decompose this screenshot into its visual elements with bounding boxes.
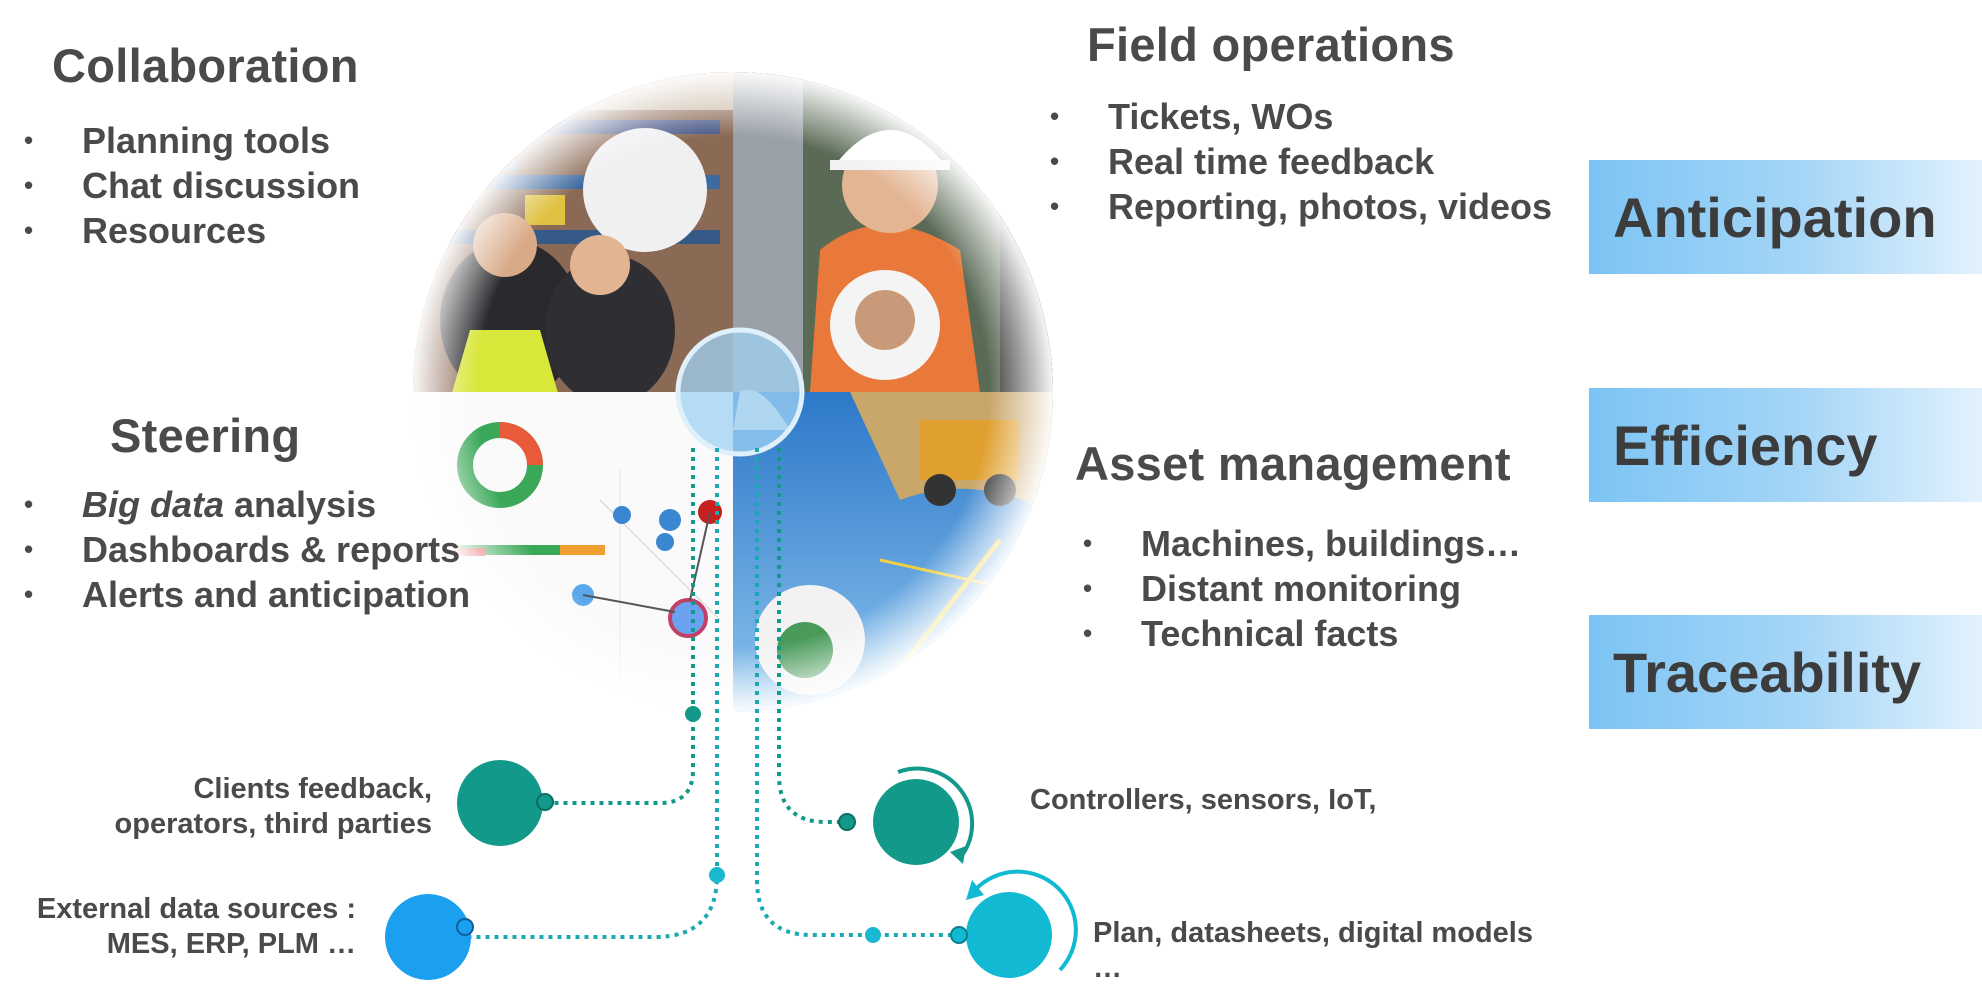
external-source-label: External data sources : MES, ERP, PLM … [20,892,356,962]
asset-management-title: Asset management [1075,437,1511,490]
connector-node [685,706,701,722]
controllers-source-icon [838,766,975,865]
benefit-label: Anticipation [1613,185,1937,249]
connector-node [709,867,725,883]
list-item: Tickets, WOs [1050,94,1552,139]
label-line: External data sources : [36,893,356,925]
benefit-traceability: Traceability [1589,615,1982,729]
steering-title: Steering [110,409,301,462]
benefit-label: Efficiency [1613,413,1878,477]
label-line: Plan, datasheets, digital models [1093,917,1533,949]
list-item: Machines, buildings… [1083,521,1521,566]
list-item: Technical facts [1083,611,1521,656]
plans-source-label: Plan, datasheets, digital models … [1093,916,1533,986]
field-operations-title: Field operations [1087,18,1455,71]
list-item-emphasis: Big data [82,484,225,525]
label-line: Controllers, sensors, IoT, [1030,784,1377,816]
controllers-source-label: Controllers, sensors, IoT, [1030,783,1376,818]
clients-source-icon [457,760,554,846]
list-item: Planning tools [24,118,360,163]
list-item-text: Alerts and anticipation [82,574,471,615]
list-item-text: analysis [224,484,377,525]
plans-source-icon [950,869,1078,978]
list-item: Dashboards & reports [24,527,470,572]
label-line: operators, third parties [114,808,432,840]
list-item: Alerts and anticipation [24,572,470,617]
steering-list: Big data analysis Dashboards & reports A… [24,482,470,617]
clients-source-label: Clients feedback, operators, third parti… [80,772,432,842]
benefit-anticipation: Anticipation [1589,160,1982,274]
list-item-text: Dashboards & reports [82,529,461,570]
benefit-efficiency: Efficiency [1589,388,1982,502]
asset-management-list: Machines, buildings… Distant monitoring … [1083,521,1521,656]
connector-node [865,927,881,943]
benefit-label: Traceability [1613,640,1922,704]
list-item: Resources [24,208,360,253]
list-item: Real time feedback [1050,139,1552,184]
field-operations-list: Tickets, WOs Real time feedback Reportin… [1050,94,1552,229]
label-line: Clients feedback, [193,773,432,805]
external-source-icon [385,894,474,980]
label-line: MES, ERP, PLM … [106,928,356,960]
list-item: Distant monitoring [1083,566,1521,611]
list-item: Chat discussion [24,163,360,208]
list-item: Reporting, photos, videos [1050,184,1552,229]
collaboration-list: Planning tools Chat discussion Resources [24,118,360,253]
collaboration-title: Collaboration [52,39,359,92]
label-line: … [1093,952,1122,984]
connector-plans [755,448,959,937]
list-item: Big data analysis [24,482,470,527]
